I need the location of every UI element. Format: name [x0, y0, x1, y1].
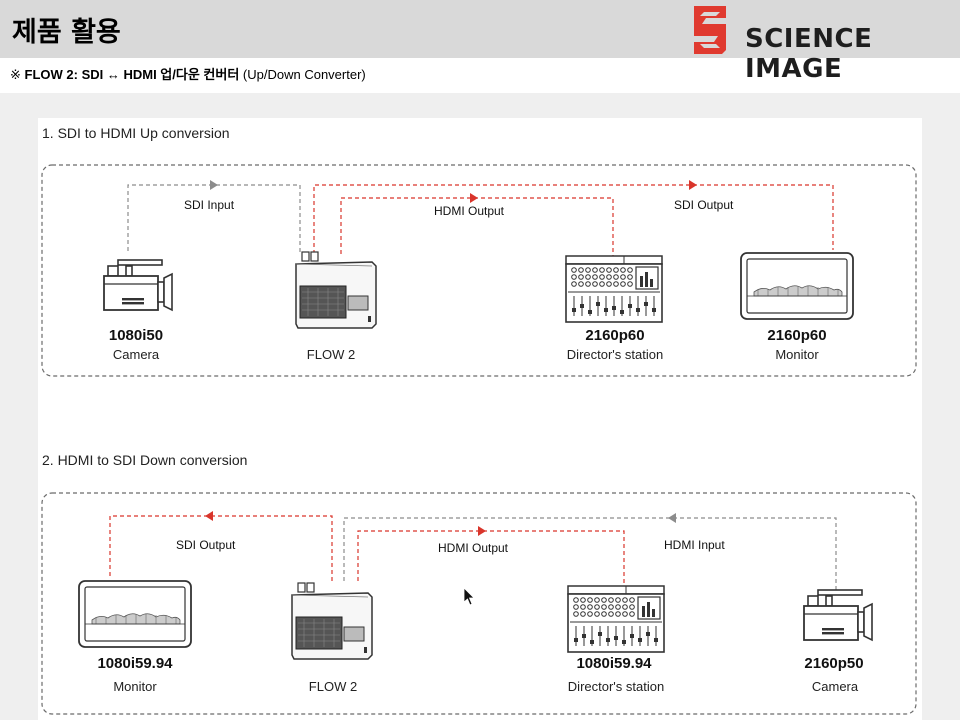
- s2-hdmi-output-label: HDMI Output: [438, 541, 509, 555]
- s2-hdmi-input-line: [343, 517, 837, 591]
- s1-camera-format: 1080i50: [109, 327, 163, 344]
- section2-heading: 2. HDMI to SDI Down conversion: [42, 452, 247, 468]
- s2-hdmi-input-arrow: [668, 513, 676, 523]
- s1-camera-icon: [103, 259, 173, 311]
- s1-sdi-output-label: SDI Output: [674, 198, 734, 212]
- s2-director-name: Director's station: [568, 679, 664, 694]
- subtitle-bold: FLOW 2: SDI ↔ HDMI 업/다운 컨버터: [24, 67, 240, 82]
- section1-heading: 1. SDI to HDMI Up conversion: [42, 125, 230, 141]
- s1-mixer-console-icon: [565, 255, 663, 323]
- s1-flow2-device-icon: [295, 251, 377, 329]
- page-title: 제품 활용: [12, 17, 121, 48]
- s2-hdmi-output-arrow: [478, 526, 486, 536]
- section2-frame: [41, 492, 917, 715]
- s2-sdi-output-line: [109, 515, 333, 581]
- s1-monitor-format: 2160p60: [767, 327, 826, 344]
- s2-sdi-output-label: SDI Output: [176, 538, 236, 552]
- section1-frame: [41, 164, 917, 377]
- s2-camera-icon: [803, 589, 873, 641]
- s1-monitor-name: Monitor: [775, 347, 819, 362]
- s1-hdmi-output-arrow: [470, 193, 478, 203]
- mouse-cursor-icon: [463, 587, 475, 606]
- s2-camera-format: 2160p50: [804, 655, 863, 672]
- s1-sdi-input-line: [127, 184, 301, 254]
- note-symbol: ※: [10, 67, 21, 82]
- s2-flow2-device-icon: [291, 582, 373, 660]
- s1-director-format: 2160p60: [585, 327, 644, 344]
- s2-flow2-name: FLOW 2: [309, 679, 357, 694]
- s1-sdi-output-line: [313, 184, 834, 254]
- diagram-canvas: 1. SDI to HDMI Up conversion SDI Input S…: [41, 125, 917, 715]
- s1-monitor-icon: [740, 252, 854, 320]
- s1-sdi-output-arrow: [689, 180, 697, 190]
- s1-camera-name: Camera: [113, 347, 160, 362]
- s2-hdmi-input-label: HDMI Input: [664, 538, 725, 552]
- logo-text: SCIENCE IMAGE: [745, 24, 873, 84]
- science-image-logo-icon: [694, 6, 726, 54]
- s2-hdmi-output-line: [357, 530, 625, 585]
- connection-diagram: 1. SDI to HDMI Up conversion SDI Input S…: [38, 118, 922, 720]
- header-bar: 제품 활용 SCIENCE IMAGE: [0, 0, 960, 84]
- s1-sdi-input-arrow: [210, 180, 218, 190]
- s2-monitor-name: Monitor: [113, 679, 157, 694]
- page-subtitle: ※ FLOW 2: SDI ↔ HDMI 업/다운 컨버터 (Up/Down C…: [10, 64, 366, 83]
- s2-director-format: 1080i59.94: [576, 655, 652, 672]
- s2-monitor-icon: [78, 580, 192, 648]
- subtitle-normal: (Up/Down Converter): [242, 67, 366, 82]
- s1-director-name: Director's station: [567, 347, 663, 362]
- s1-flow2-name: FLOW 2: [307, 347, 355, 362]
- s2-camera-name: Camera: [812, 679, 859, 694]
- s1-sdi-input-label: SDI Input: [184, 198, 235, 212]
- s2-mixer-console-icon: [567, 585, 665, 653]
- s1-hdmi-output-label: HDMI Output: [434, 204, 505, 218]
- s2-monitor-format: 1080i59.94: [97, 655, 173, 672]
- s2-sdi-output-arrow: [205, 511, 213, 521]
